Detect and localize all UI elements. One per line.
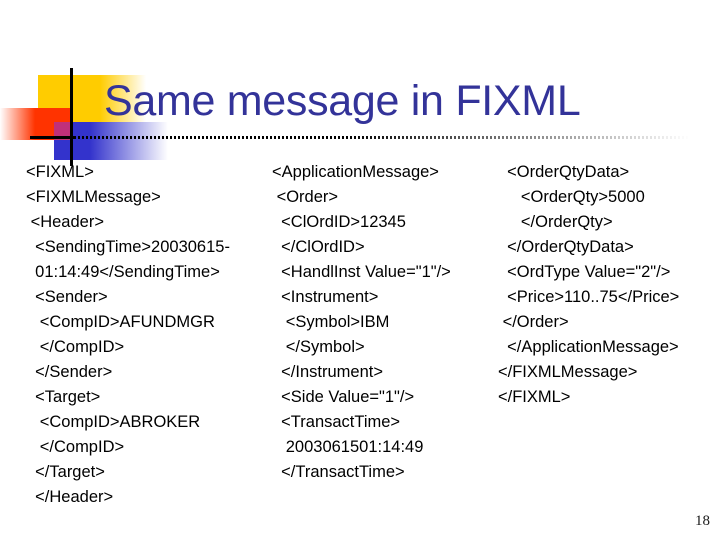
page-number: 18: [695, 513, 710, 529]
xml-line: <CompID>ABROKER: [26, 413, 201, 431]
slide-title: Same message in FIXML: [104, 77, 581, 125]
xml-line: 01:14:49</SendingTime>: [26, 263, 220, 281]
xml-line: <Header>: [26, 213, 104, 231]
xml-column-right: <OrderQtyData> <OrderQty>5000 </OrderQty…: [498, 160, 728, 410]
xml-line: </Header>: [26, 488, 114, 506]
xml-line: <OrderQtyData>: [498, 163, 630, 181]
xml-line: <OrderQty>5000: [498, 188, 645, 206]
xml-line: <Sender>: [26, 288, 108, 306]
xml-line: <ApplicationMessage>: [272, 163, 439, 181]
decoration-yellow-square: [38, 75, 100, 125]
xml-line: <Symbol>IBM: [272, 313, 390, 331]
xml-line: </ClOrdID>: [272, 238, 365, 256]
xml-line: <OrdType Value="2"/>: [498, 263, 671, 281]
xml-code-block: <FIXML> <FIXMLMessage> <Header> <SendingT…: [0, 160, 728, 510]
xml-line: </OrderQtyData>: [498, 238, 634, 256]
xml-line: </Sender>: [26, 363, 113, 381]
xml-line: <FIXMLMessage>: [26, 188, 161, 206]
xml-line: <FIXML>: [26, 163, 94, 181]
xml-line: </FIXMLMessage>: [498, 363, 638, 381]
xml-line: </OrderQty>: [498, 213, 613, 231]
xml-line: </ApplicationMessage>: [498, 338, 679, 356]
xml-line: <CompID>AFUNDMGR: [26, 313, 215, 331]
xml-column-middle: <ApplicationMessage> <Order> <ClOrdID>12…: [272, 160, 497, 485]
xml-column-left: <FIXML> <FIXMLMessage> <Header> <SendingT…: [26, 160, 276, 510]
xml-line: </CompID>: [26, 438, 125, 456]
decoration-overlap-patch: [54, 122, 73, 140]
decoration-blue-square: [54, 122, 90, 160]
xml-line: </Target>: [26, 463, 105, 481]
xml-line: <ClOrdID>12345: [272, 213, 406, 231]
decoration-red-gradient: [0, 108, 35, 140]
xml-line: <HandlInst Value="1"/>: [272, 263, 451, 281]
xml-line: <TransactTime>: [272, 413, 401, 431]
xml-line: </Symbol>: [272, 338, 365, 356]
decoration-horizontal-rule-solid: [30, 136, 76, 139]
decoration-vertical-rule: [70, 68, 73, 166]
decoration-horizontal-dotted-rule: [30, 136, 690, 139]
xml-line: </Instrument>: [272, 363, 383, 381]
decoration-blue-gradient: [90, 122, 168, 160]
xml-line: <SendingTime>20030615-: [26, 238, 230, 256]
xml-line: </FIXML>: [498, 388, 571, 406]
xml-line: <Target>: [26, 388, 101, 406]
decoration-red-square: [35, 108, 73, 140]
xml-line: </CompID>: [26, 338, 125, 356]
xml-line: <Side Value="1"/>: [272, 388, 415, 406]
xml-line: </Order>: [498, 313, 569, 331]
xml-line: </TransactTime>: [272, 463, 405, 481]
xml-line: <Price>110..75</Price>: [498, 288, 680, 306]
xml-line: <Instrument>: [272, 288, 379, 306]
xml-line: <Order>: [272, 188, 339, 206]
xml-line: 2003061501:14:49: [272, 438, 424, 456]
